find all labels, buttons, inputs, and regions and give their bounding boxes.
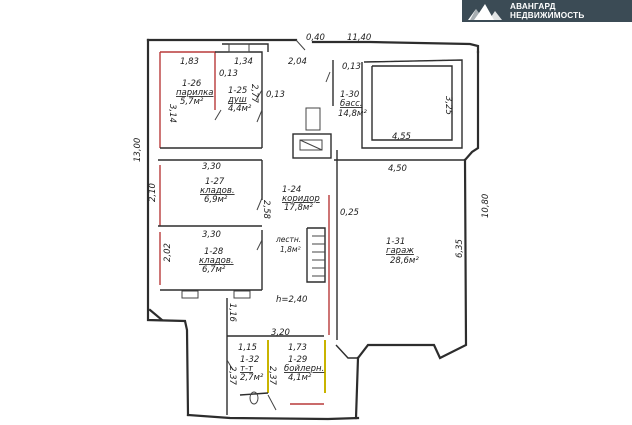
dim-label: 0,25 bbox=[340, 208, 359, 218]
room-name: т-т bbox=[240, 364, 254, 374]
room-id: 1-27 bbox=[205, 177, 225, 187]
room-1-30: 1-30 басс. 14,8м² bbox=[338, 90, 367, 119]
dim-label: 3,30 bbox=[202, 162, 221, 172]
room-area: 6,7м² bbox=[202, 265, 226, 275]
room-id: 1-32 bbox=[240, 355, 259, 365]
room-name: бойлерн. bbox=[284, 364, 324, 374]
room-area: 5,7м² bbox=[180, 97, 204, 107]
dim-label: 1,16 bbox=[227, 303, 237, 323]
room-1-32: 1-32 т-т 2,7м² bbox=[240, 355, 264, 383]
room-name: коридор bbox=[282, 194, 320, 204]
dim-label: 11,40 bbox=[347, 33, 371, 43]
room-area: 28,6м² bbox=[390, 256, 419, 266]
dim-label: 2,37 bbox=[227, 366, 237, 386]
stairs-area: 1,8м² bbox=[280, 245, 301, 254]
room-area: 17,8м² bbox=[284, 203, 313, 213]
room-name: душ bbox=[227, 95, 247, 105]
logo-line2: НЕДВИЖИМОСТЬ bbox=[510, 10, 585, 20]
room-id: 1-31 bbox=[386, 237, 405, 247]
dim-label: 2,37 bbox=[267, 366, 277, 386]
room-labels: 1-26 парилка 5,7м² 1-25 душ 4,4м² 1-30 б… bbox=[176, 79, 419, 383]
room-id: 1-30 bbox=[340, 90, 359, 100]
room-1-24: 1-24 коридор 17,8м² bbox=[282, 185, 320, 213]
room-1-27: 1-27 кладов. 6,9м² bbox=[200, 177, 235, 205]
dim-label: 3,14 bbox=[167, 104, 177, 123]
ceiling-height-label: h=2,40 bbox=[276, 295, 307, 305]
dim-label: 1,15 bbox=[238, 343, 257, 353]
dim-label: 10,80 bbox=[481, 194, 491, 218]
room-id: 1-26 bbox=[182, 79, 202, 89]
stairs-label: лестн. 1,8м² bbox=[275, 235, 301, 254]
room-id: 1-25 bbox=[228, 86, 247, 96]
room-area: 14,8м² bbox=[338, 109, 367, 119]
room-name: гараж bbox=[386, 246, 414, 256]
dim-label: 1,83 bbox=[180, 57, 199, 67]
room-name: басс. bbox=[340, 99, 363, 109]
room-name: кладов. bbox=[199, 256, 234, 266]
dim-label: 2,10 bbox=[148, 183, 158, 202]
room-1-31: 1-31 гараж 28,6м² bbox=[386, 237, 419, 266]
room-area: 2,7м² bbox=[240, 373, 264, 383]
room-1-29: 1-29 бойлерн. 4,1м² bbox=[284, 355, 324, 383]
room-1-28: 1-28 кладов. 6,7м² bbox=[199, 247, 234, 275]
room-name: парилка bbox=[176, 88, 213, 98]
stairs-name: лестн. bbox=[275, 235, 301, 244]
dim-label: 3,20 bbox=[271, 328, 290, 338]
brand-logo: АВАНГАРД НЕДВИЖИМОСТЬ bbox=[462, 0, 632, 22]
room-id: 1-29 bbox=[288, 355, 307, 365]
dim-label: 0,13 bbox=[342, 62, 361, 72]
room-area: 6,9м² bbox=[204, 195, 228, 205]
dim-label: 1,73 bbox=[288, 343, 307, 353]
room-1-25: 1-25 душ 4,4м² bbox=[227, 86, 252, 114]
dim-label: 3,30 bbox=[202, 230, 221, 240]
room-id: 1-28 bbox=[204, 247, 224, 257]
dim-label: 0,40 bbox=[306, 33, 325, 43]
outer-walls bbox=[146, 38, 480, 421]
dim-label: 2,77 bbox=[249, 84, 259, 104]
inner-walls bbox=[158, 39, 465, 415]
room-1-26: 1-26 парилка 5,7м² bbox=[176, 79, 213, 107]
logo-text: АВАНГАРД НЕДВИЖИМОСТЬ bbox=[510, 2, 585, 20]
room-area: 4,1м² bbox=[288, 373, 312, 383]
room-name: кладов. bbox=[200, 186, 235, 196]
dim-label: 4,55 bbox=[392, 132, 411, 142]
dim-label: 1,34 bbox=[234, 57, 253, 67]
dim-label: 6,35 bbox=[455, 239, 465, 258]
dim-label: 2,58 bbox=[261, 200, 271, 220]
dim-label: 2,04 bbox=[288, 57, 307, 67]
logo-line1: АВАНГАРД bbox=[510, 2, 556, 11]
dim-label: 3,25 bbox=[443, 96, 453, 115]
room-area: 4,4м² bbox=[228, 104, 252, 114]
dim-label: 0,13 bbox=[266, 90, 285, 100]
dim-label: 0,13 bbox=[219, 69, 238, 79]
dim-label: 4,50 bbox=[388, 164, 407, 174]
room-id: 1-24 bbox=[282, 185, 301, 195]
dim-label: 2,02 bbox=[163, 243, 173, 262]
mountain-logo-icon bbox=[468, 4, 502, 20]
dimension-labels: 0,40 11,40 1,83 1,34 2,04 0,13 0,13 0,13… bbox=[133, 33, 491, 386]
dim-label: 13,00 bbox=[133, 138, 143, 162]
